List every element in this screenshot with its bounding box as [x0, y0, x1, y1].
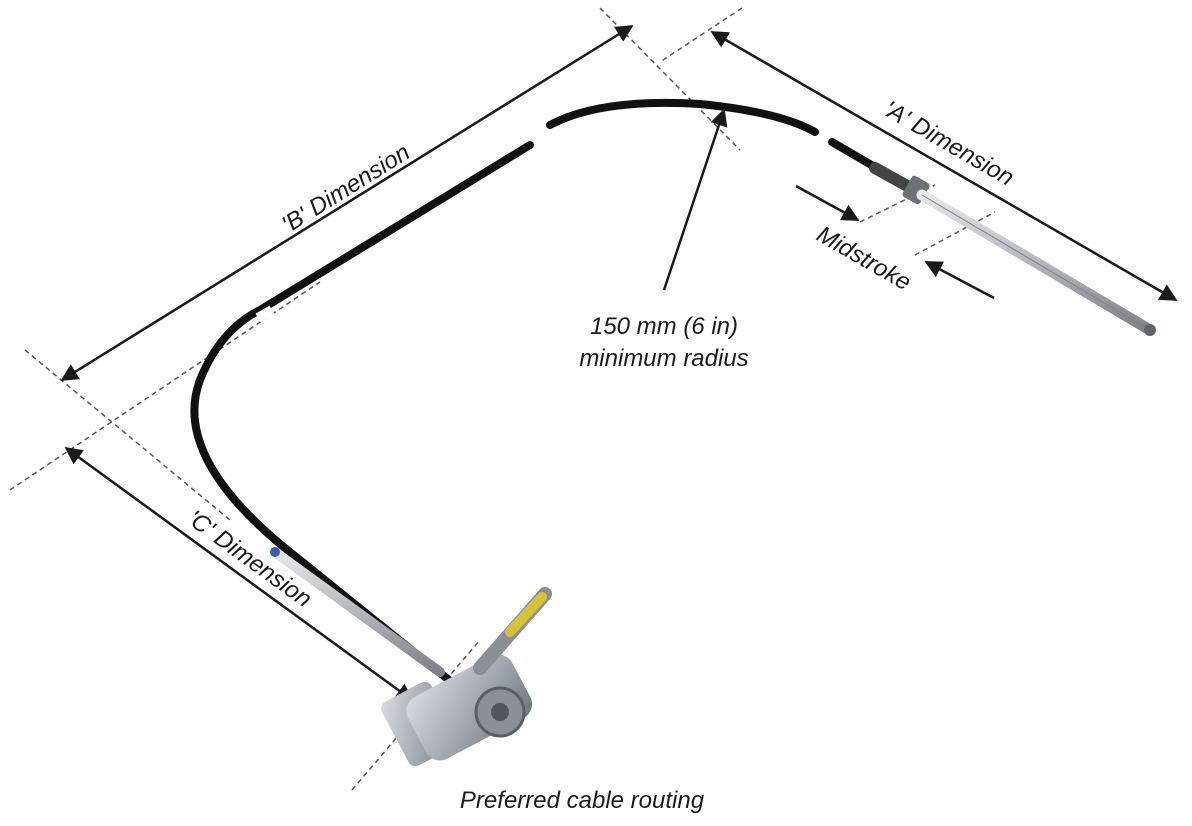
output-rod-edge: [921, 194, 1151, 331]
rod-cap: [270, 547, 280, 557]
rod-end: [1144, 324, 1156, 336]
brass-fitting: [505, 592, 547, 637]
midstroke-label: Midstroke: [812, 221, 916, 296]
housing-body: [406, 654, 533, 761]
output-end-assembly: [869, 162, 1156, 336]
caption: Preferred cable routing: [460, 787, 705, 814]
radius-pointer-arrow: [662, 108, 728, 291]
labels: 'B' Dimension 'A' Dimension 'C' Dimensio…: [182, 96, 1018, 814]
c-dimension-arrow: [64, 446, 414, 702]
cable-top-bend: [546, 98, 819, 136]
dimension-arrows: [60, 24, 1178, 702]
radius-label-line1: 150 mm (6 in): [590, 313, 738, 340]
a-dimension-arrow: [710, 30, 1178, 302]
midstroke-arrow-left: [795, 184, 860, 222]
cable-break-1: [255, 305, 275, 323]
lower-rod: [270, 547, 445, 677]
extension-line-top-right: [659, 7, 743, 63]
housing-hub: [491, 703, 509, 721]
helm-assembly: [270, 547, 552, 767]
extension-line-bottom: [351, 639, 481, 791]
radius-label-line2: minimum radius: [579, 345, 748, 372]
b-dimension-arrow: [60, 24, 634, 382]
cable-lower-section: [190, 141, 534, 689]
midstroke-arrow-right: [924, 260, 995, 300]
